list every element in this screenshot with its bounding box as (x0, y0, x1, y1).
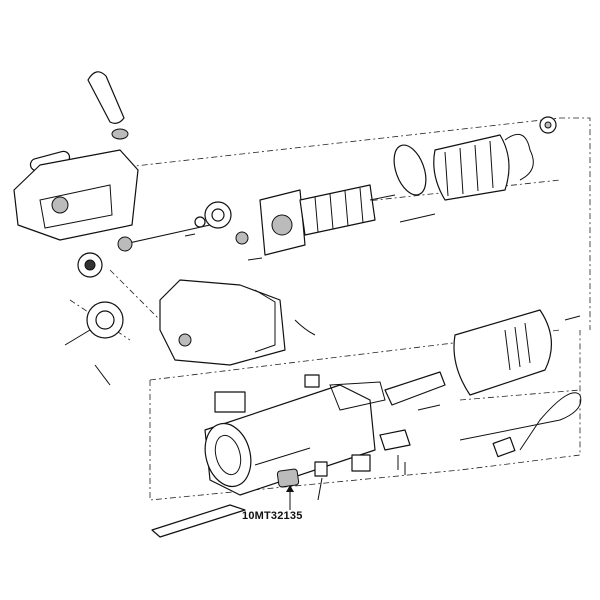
brush-holder (384, 371, 446, 406)
part-number-label: 10MT32135 (242, 510, 303, 522)
arrow-head-icon (286, 485, 294, 492)
field-stator (433, 116, 557, 201)
spanner-wrench (64, 301, 124, 386)
fan-baffle (393, 144, 436, 223)
power-cord (459, 392, 582, 458)
rear-cover (453, 309, 581, 396)
gear-housing (13, 149, 139, 241)
motor-housing (204, 381, 386, 496)
small-components (304, 374, 441, 501)
side-handle (87, 71, 129, 140)
blade-strip (151, 504, 246, 538)
armature (259, 184, 396, 256)
switch-plate (276, 468, 300, 488)
center-housing (159, 279, 316, 366)
spindle-assembly (77, 201, 263, 278)
